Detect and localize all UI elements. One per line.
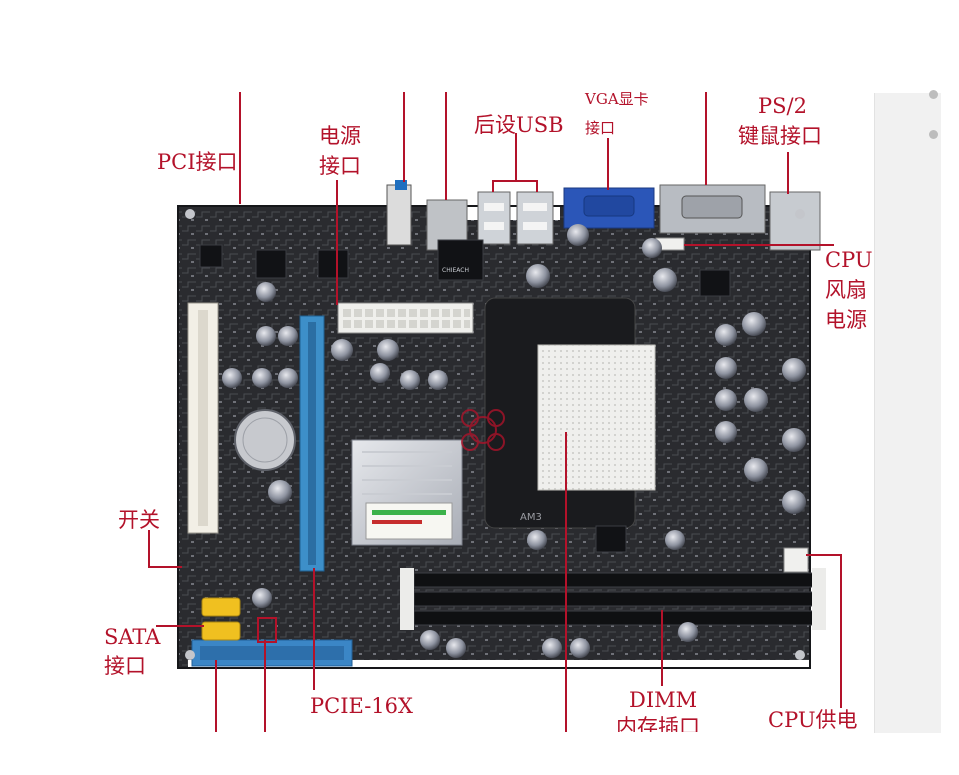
atx-power-connector xyxy=(337,302,474,334)
cpu-socket xyxy=(537,344,656,491)
label-cpu-fan-line1: CPU xyxy=(825,248,873,272)
leader-switch-v xyxy=(148,530,150,568)
watermark-logo xyxy=(461,409,505,451)
label-pcie: PCIE-16X xyxy=(310,694,413,718)
brand-mark: CHIEACH xyxy=(442,267,469,274)
leader-com xyxy=(705,92,707,185)
bottom-crop-band xyxy=(0,732,959,775)
label-ps2-line2: 键鼠接口 xyxy=(738,124,822,148)
leader-switch-h xyxy=(148,566,182,568)
cpu-power-connector xyxy=(783,547,809,573)
leader-cpu-power-v xyxy=(840,554,842,708)
leader-lan xyxy=(445,92,447,200)
dimm-slot-3 xyxy=(413,610,815,626)
leader-cpu-fan xyxy=(684,244,834,246)
leader-usb-l xyxy=(492,180,494,192)
dimm-slot-2 xyxy=(413,591,815,607)
leader-ps2 xyxy=(787,152,789,194)
leader-usb-v xyxy=(515,133,517,180)
leader-usb-r xyxy=(536,180,538,192)
cpu-socket-text: AM3 xyxy=(520,512,542,523)
label-pci: PCI接口 xyxy=(157,150,238,174)
capacitors xyxy=(222,224,806,658)
usb-port-2 xyxy=(516,191,554,245)
rear-io-audio xyxy=(386,184,412,246)
panel-dot-1[interactable] xyxy=(929,90,938,99)
leader-ide xyxy=(215,660,217,732)
label-power-line1: 电源 xyxy=(319,124,361,148)
leader-cpu-power-h xyxy=(806,554,842,556)
leader-vga xyxy=(607,138,609,190)
cmos-battery xyxy=(234,409,296,471)
leader-sata xyxy=(156,625,204,627)
leader-dimm xyxy=(661,610,663,686)
label-sata-line1: SATA xyxy=(104,625,161,649)
leader-pcie xyxy=(313,568,315,690)
leader-cpu-socket xyxy=(565,432,567,732)
usb-port-1 xyxy=(477,191,511,245)
label-dimm-line1: DIMM xyxy=(629,688,698,712)
label-sata-line2: 接口 xyxy=(104,654,146,678)
leader-jumper-v xyxy=(264,640,266,732)
sata-port-1 xyxy=(201,597,241,617)
panel-dot-2[interactable] xyxy=(929,130,938,139)
leader-usb-h xyxy=(492,180,538,182)
label-power-line2: 接口 xyxy=(319,154,361,178)
label-vga-line1: VGA显卡 xyxy=(585,90,649,108)
leader-pci-1 xyxy=(239,92,241,204)
leader-power-v xyxy=(336,180,338,305)
label-cpu-power: CPU供电 xyxy=(768,708,858,732)
sata-port-2 xyxy=(201,621,241,641)
label-switch: 开关 xyxy=(118,508,160,532)
label-rear-usb: 后设USB xyxy=(474,113,564,137)
label-vga-line2: 接口 xyxy=(585,119,616,137)
label-cpu-fan-line3: 电源 xyxy=(825,308,867,332)
ps2-port xyxy=(769,191,821,251)
dimm-slot-1 xyxy=(413,572,815,588)
right-panel xyxy=(874,90,941,733)
leader-audio xyxy=(403,92,405,182)
jumper-highlight-box xyxy=(257,617,277,643)
label-ps2-line1: PS/2 xyxy=(758,94,807,118)
top-crop-band xyxy=(0,0,874,92)
label-cpu-fan-line2: 风扇 xyxy=(825,278,867,302)
